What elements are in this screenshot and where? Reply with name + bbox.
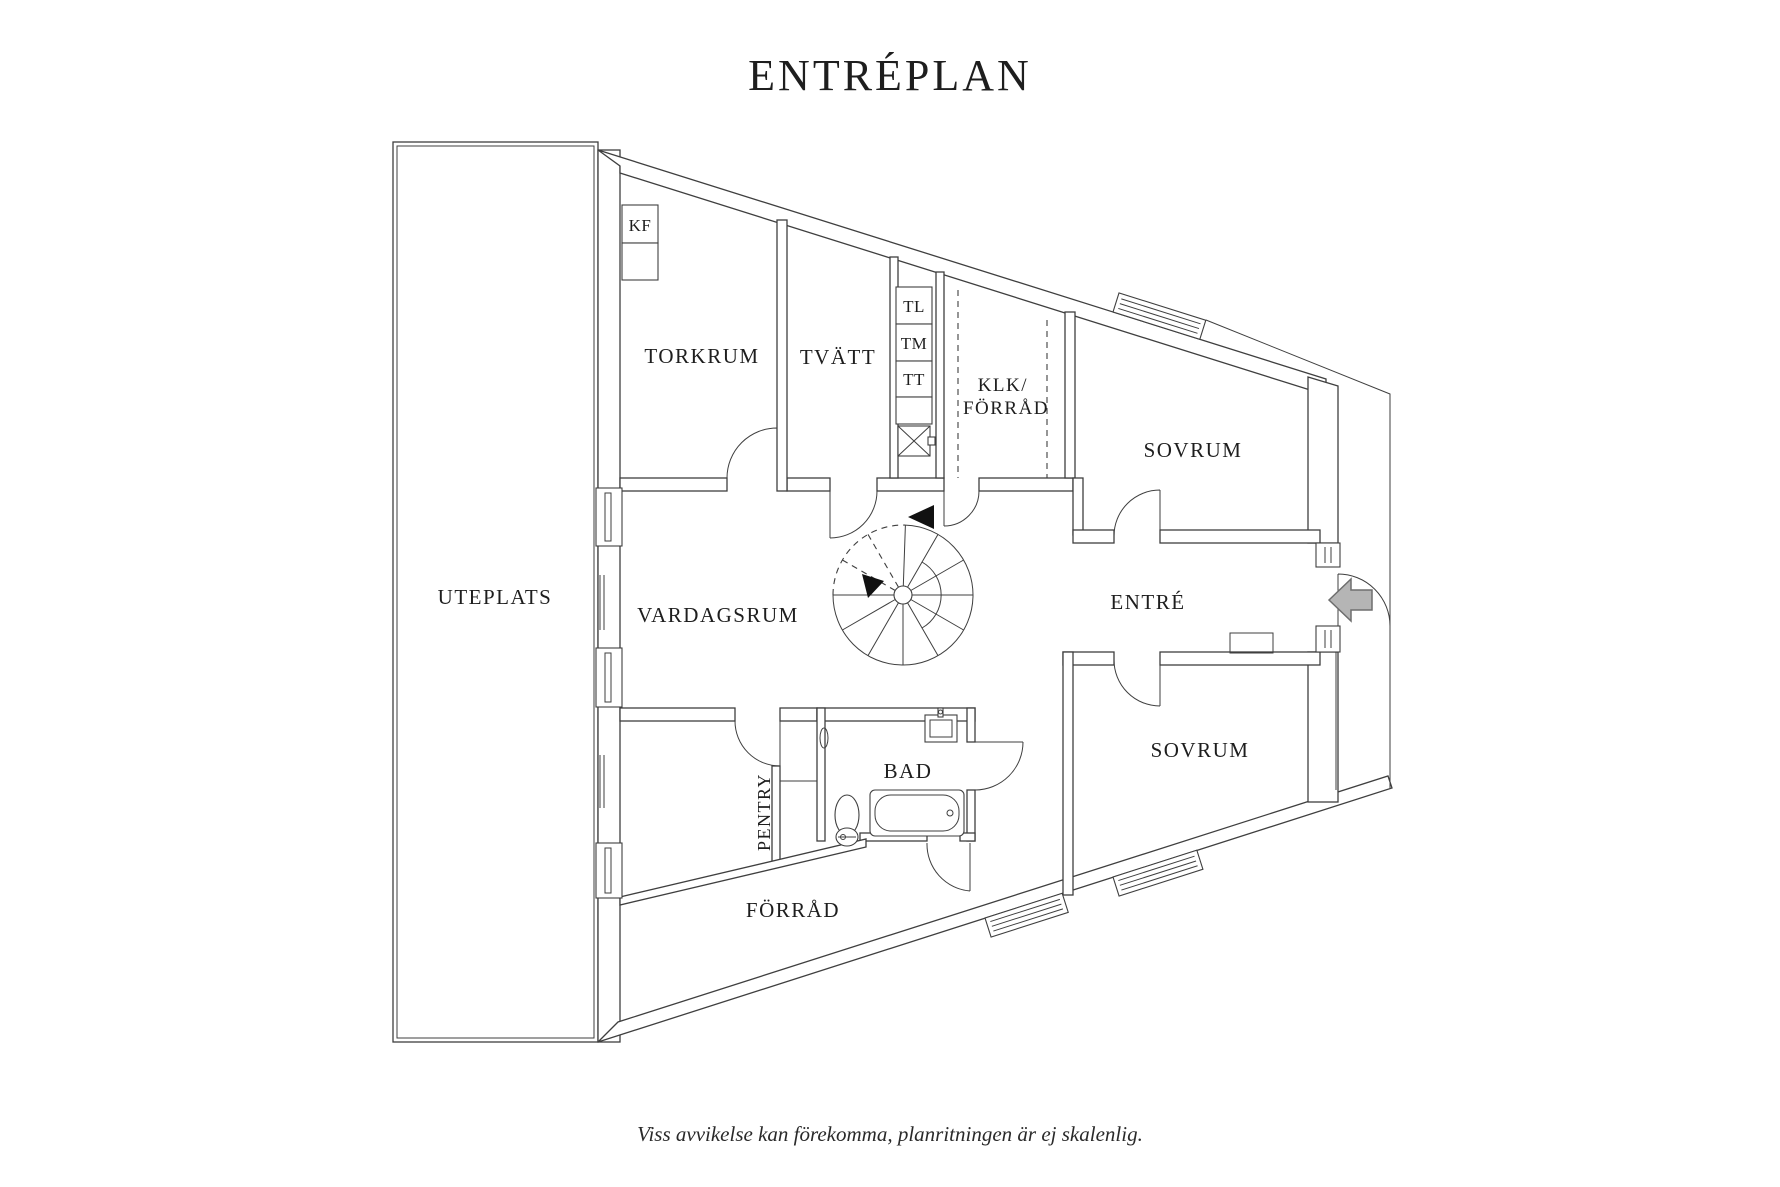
toilet-icon xyxy=(834,794,860,847)
door-forrad xyxy=(926,842,971,892)
klk-wardrobe-dashed xyxy=(957,290,1048,478)
kf-fridge-box xyxy=(621,204,659,244)
wall-torkrum-tvatt xyxy=(776,219,788,492)
wall-top-sloped xyxy=(597,149,1327,396)
door-torkrum xyxy=(726,427,778,479)
wall-forrad-diagonal xyxy=(619,838,867,906)
window-bottom-sovrum xyxy=(1112,849,1204,897)
wall-right-upper xyxy=(1307,376,1339,544)
room-label-sovrum-top: SOVRUM xyxy=(1144,438,1243,462)
page-title: ENTRÉPLAN xyxy=(748,51,1032,100)
room-label-uteplats: UTEPLATS xyxy=(438,585,553,609)
window-left-3 xyxy=(595,842,623,899)
interior-walls xyxy=(619,219,1321,906)
appliance-label-tl: TL xyxy=(903,297,925,316)
glazing-left-2 xyxy=(599,755,605,808)
appliance-label-kf: KF xyxy=(629,216,652,235)
stair-arrow-1 xyxy=(908,505,934,529)
window-left-1 xyxy=(595,487,623,547)
entry-sidelight-top xyxy=(1315,542,1341,568)
room-label-pentry: PENTRY xyxy=(754,773,774,851)
wall-bottom-sloped xyxy=(597,775,1393,1043)
room-label-klk-forrad: KLK/ FÖRRÅD xyxy=(963,375,1049,419)
door-bad xyxy=(974,741,1024,791)
room-labels: UTEPLATS TORKRUM TVÄTT KLK/ FÖRRÅD SOVRU… xyxy=(438,216,1250,922)
room-label-forrad: FÖRRÅD xyxy=(746,898,840,922)
door-klk xyxy=(943,490,980,527)
bad-door-hinge xyxy=(819,727,829,749)
window-top-sovrum xyxy=(1112,292,1207,340)
window-left-2 xyxy=(595,647,623,708)
bathroom-fixtures xyxy=(819,707,965,847)
roof-overhang-line xyxy=(1205,319,1391,788)
tm-box xyxy=(895,323,933,362)
disclaimer-text: Viss avvikelse kan förekomma, planritnin… xyxy=(637,1122,1143,1146)
appliance-label-tm: TM xyxy=(901,334,928,353)
doors xyxy=(726,427,1391,892)
tt-box xyxy=(895,360,933,398)
wall-left xyxy=(597,149,621,1043)
entry-sidelight-bottom xyxy=(1315,625,1341,653)
room-label-sovrum-bottom: SOVRUM xyxy=(1151,738,1250,762)
wall-right-lower xyxy=(1307,651,1339,803)
stair-arrow-2 xyxy=(862,574,884,598)
door-pentry xyxy=(734,720,781,767)
windows xyxy=(595,292,1341,938)
room-label-tvatt: TVÄTT xyxy=(800,345,876,369)
door-sovrum-bottom xyxy=(1113,659,1161,707)
appliances xyxy=(621,204,936,457)
spiral-staircase xyxy=(832,505,974,666)
room-label-entre: ENTRÉ xyxy=(1110,590,1185,614)
door-sovrum-top xyxy=(1113,489,1161,537)
kf-lower-box xyxy=(621,242,659,281)
sink-icon xyxy=(924,707,958,743)
room-label-torkrum: TORKRUM xyxy=(644,344,759,368)
window-bottom-hall xyxy=(984,892,1069,938)
entry-direction-arrow xyxy=(1327,577,1373,623)
laundry-small-box xyxy=(895,396,933,425)
room-label-vardagsrum: VARDAGSRUM xyxy=(637,603,799,627)
entre-cabinet xyxy=(1229,632,1274,654)
bathtub-icon xyxy=(869,789,965,837)
glazing-left-1 xyxy=(599,575,605,630)
door-tvatt xyxy=(829,490,878,539)
exterior-walls xyxy=(597,149,1393,1043)
room-label-bad: BAD xyxy=(884,759,933,783)
floor-drain-icon xyxy=(897,425,936,457)
appliance-label-tt: TT xyxy=(903,370,925,389)
